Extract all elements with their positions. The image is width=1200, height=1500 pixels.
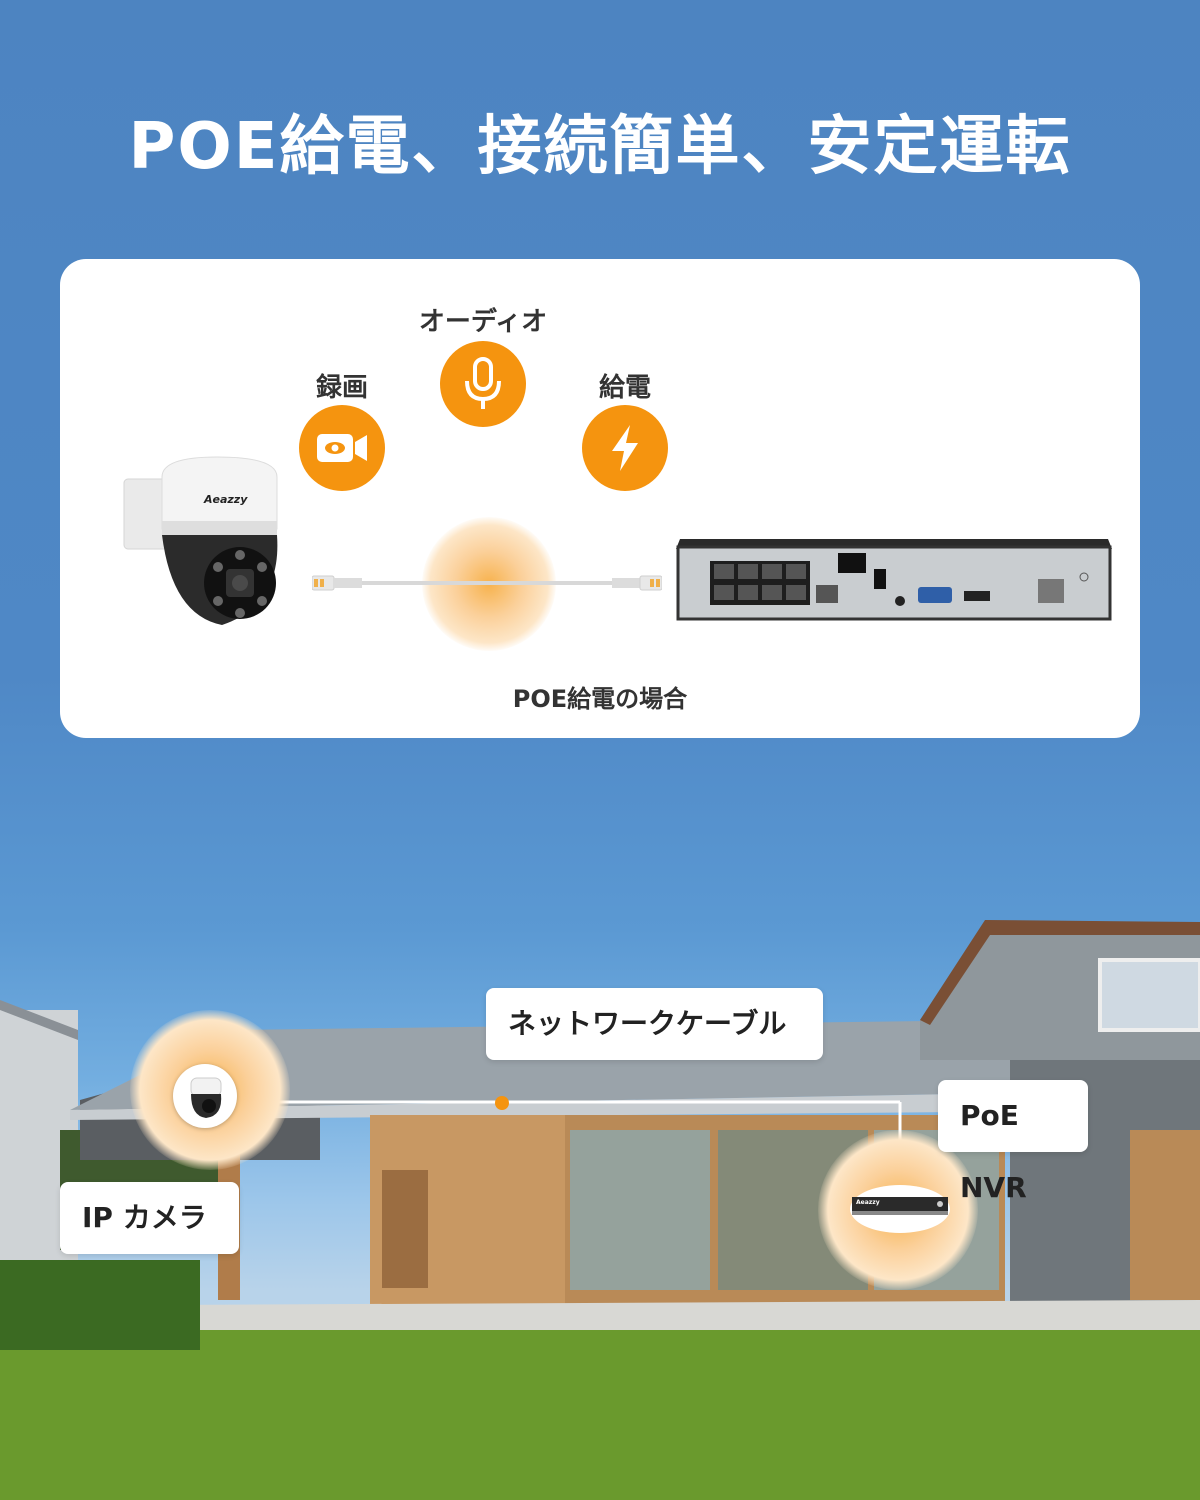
scene-nvr-brand: Aeazzy	[856, 1199, 880, 1206]
camera-brand-label: Aeazzy	[204, 493, 248, 506]
feature-label-audio: オーディオ	[418, 307, 548, 337]
cable-label-bubble: ネットワークケーブル	[486, 988, 823, 1060]
network-cable	[311, 571, 663, 595]
card-caption: POE給電の場合	[512, 685, 688, 713]
feature-card: オーディオ 録画 給電	[60, 259, 1140, 738]
camera-label: IP カメラ	[82, 1201, 207, 1234]
ptz-camera: Aeazzy	[122, 455, 282, 645]
headline: POE給電、接続簡単、安定運転	[128, 110, 1072, 184]
microphone-icon	[440, 341, 526, 427]
camera-label-bubble: IP カメラ	[60, 1182, 239, 1254]
feature-label-power: 給電	[598, 373, 651, 403]
video-camera-icon	[299, 405, 385, 491]
feature-label-record: 録画	[315, 373, 368, 403]
nvr-device	[676, 539, 1112, 623]
lightning-bolt-icon	[582, 405, 668, 491]
house-scene: Aeazzy ネットワークケーブル PoE NVR IP カメラ	[0, 860, 1200, 1500]
scene-nvr-icon: Aeazzy	[850, 1185, 950, 1233]
scene-camera-icon	[173, 1064, 237, 1128]
nvr-label: PoE NVR	[960, 1099, 1027, 1204]
cable-label: ネットワークケーブル	[508, 1007, 787, 1040]
nvr-label-bubble: PoE NVR	[938, 1080, 1088, 1204]
cable-marker-dot	[495, 1096, 509, 1110]
